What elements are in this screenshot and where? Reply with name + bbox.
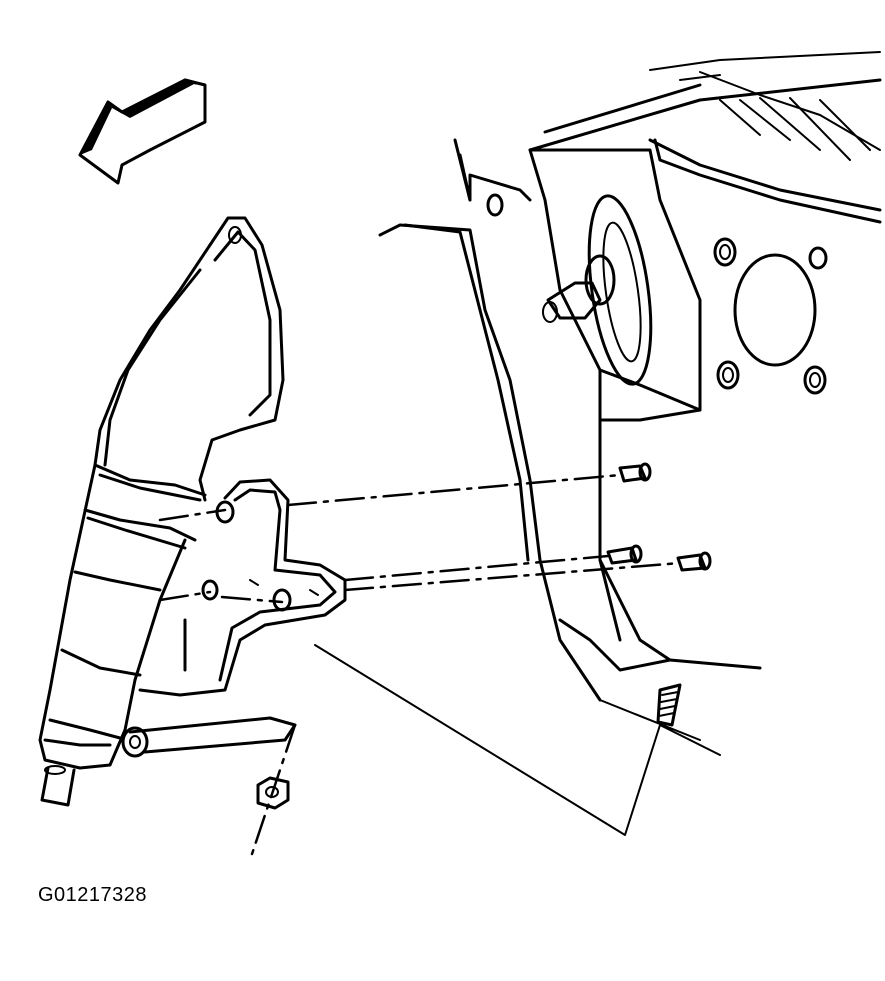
heat-shield-bracket xyxy=(138,478,347,697)
bolt-right xyxy=(676,551,712,572)
stud-bolt xyxy=(656,683,682,727)
engine-block xyxy=(486,51,882,422)
exhaust-manifold xyxy=(38,216,285,807)
bolt-middle xyxy=(606,544,643,565)
frame-rail xyxy=(378,138,762,756)
front-direction-arrow-icon xyxy=(78,78,207,185)
exploded-view-lines xyxy=(158,473,682,862)
figure-id: G01217328 xyxy=(38,884,148,906)
support-rod xyxy=(121,716,297,758)
bolt-upper xyxy=(618,462,652,483)
